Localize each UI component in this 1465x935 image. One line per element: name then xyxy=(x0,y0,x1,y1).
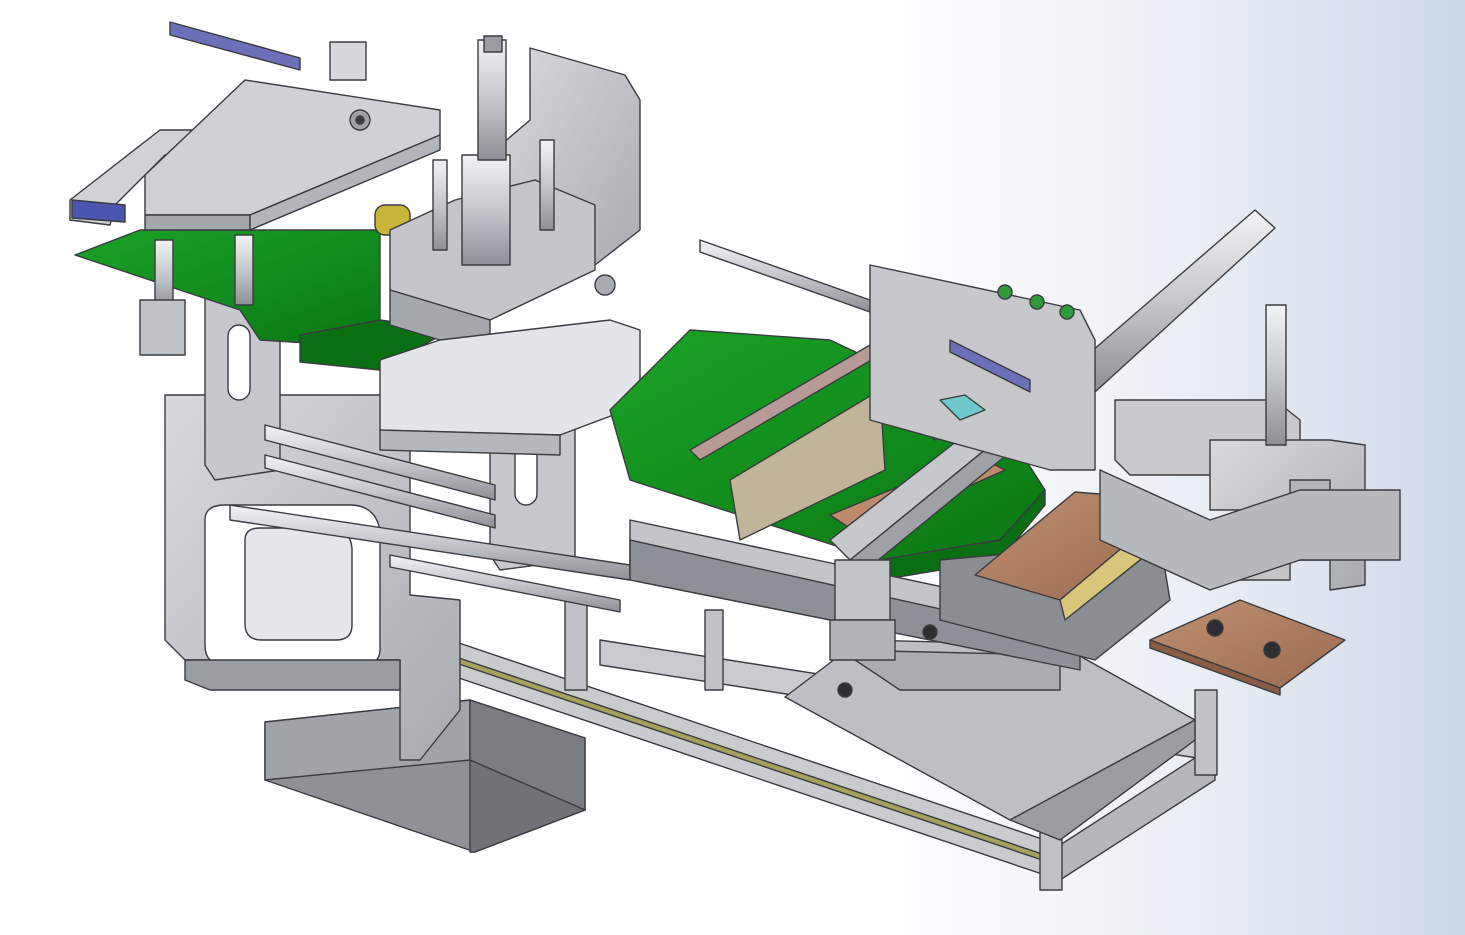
center-press-assembly xyxy=(379,35,641,456)
rear-manifold xyxy=(699,239,1096,471)
gear-icon xyxy=(349,109,371,131)
right-pick-place-head xyxy=(1099,304,1401,659)
guide-rods xyxy=(229,424,631,613)
